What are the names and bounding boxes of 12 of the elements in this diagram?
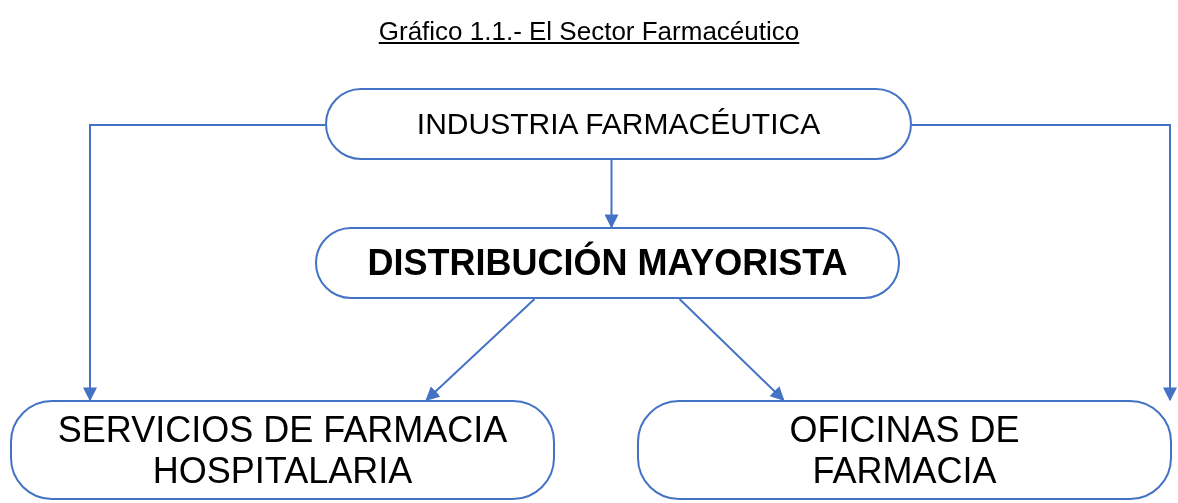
box-label: DISTRIBUCIÓN MAYORISTA [367,242,848,284]
arrow [604,159,619,229]
rounded-box [10,400,555,500]
arrow [678,298,785,401]
arrow [83,124,326,402]
box-label: INDUSTRIA FARMACÉUTICA [416,106,821,142]
arrow [911,124,1177,402]
box-label: SERVICIOS DE FARMACIA HOSPITALARIA [56,408,509,492]
rounded-box [637,400,1172,500]
diagram-title: Gráfico 1.1.- El Sector Farmacéutico [378,16,800,46]
arrow [425,298,536,401]
box-label: OFICINAS DE FARMACIA [788,408,1021,492]
